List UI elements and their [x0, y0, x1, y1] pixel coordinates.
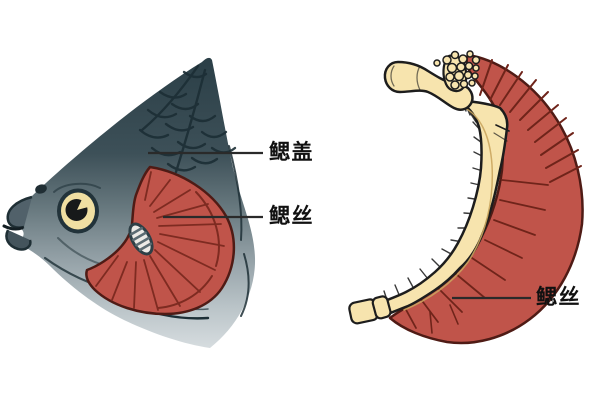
label-gill-cover: 鳃盖 [269, 141, 314, 164]
label-gill-filaments-fish: 鳃丝 [269, 205, 314, 228]
arch-end-segments [348, 295, 392, 325]
leader-lines [148, 151, 531, 300]
gill-arch-bone [380, 98, 509, 316]
gill-fan-striations [95, 171, 225, 311]
tooth-pad-cluster [433, 50, 481, 90]
arm-shape [383, 60, 474, 111]
crescent-striations [403, 59, 582, 334]
fish-mouth [2, 195, 33, 251]
fish-gill-filaments-fan [85, 165, 236, 316]
label-gill-filaments-arch: 鳃丝 [536, 286, 581, 309]
gill-fan-shape [85, 165, 236, 316]
gill-arch-illustration [348, 50, 584, 345]
nostril [35, 184, 47, 194]
arch-bone-details [403, 106, 510, 311]
gill-rakers-oval [128, 222, 154, 256]
fish-head-illustration [2, 57, 256, 348]
fish-eye [57, 188, 99, 234]
